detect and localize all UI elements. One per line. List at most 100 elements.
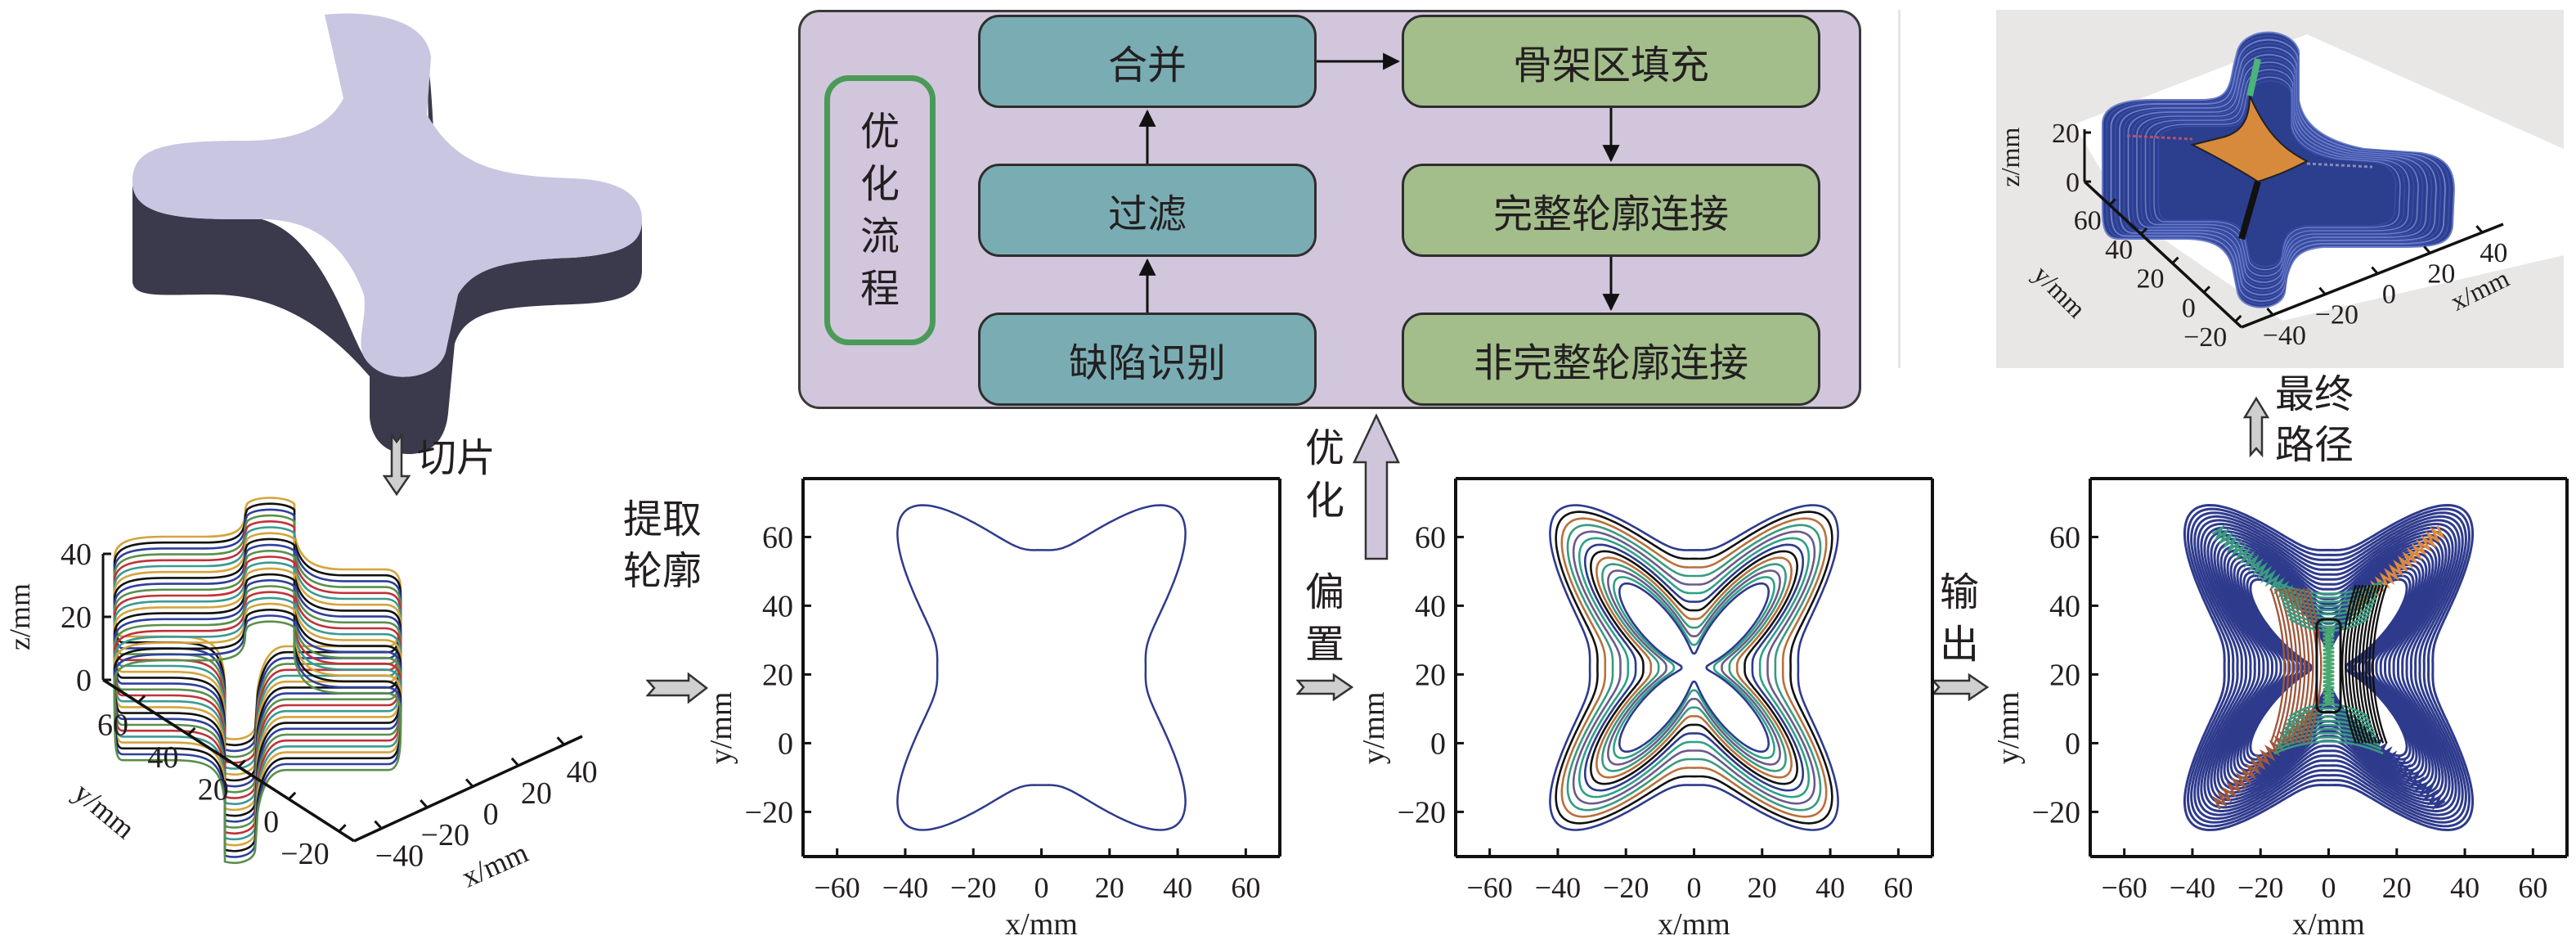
plot-area: [1549, 504, 1839, 831]
y-tick-label: −20: [280, 837, 329, 871]
y-tick-label: 0: [2065, 726, 2080, 761]
fill-path: [2306, 588, 2322, 744]
fill-path: [2282, 601, 2376, 616]
optimize-arrow-icon: [1353, 413, 1400, 560]
offset-contour-line: [1601, 563, 1787, 772]
fill-path: [2372, 584, 2388, 744]
model-side-face: [132, 184, 642, 454]
fill-path: [2365, 584, 2381, 744]
z-tick-label: 20: [2052, 119, 2080, 149]
layer-contour: [113, 620, 402, 864]
y-tick-label: 20: [2137, 264, 2165, 295]
flow-title-char: 化: [859, 161, 900, 207]
y-tick-label: −20: [1398, 795, 1446, 830]
step-label-optimize-1: 优: [1305, 425, 1345, 471]
step-label-optimize-2: 化: [1305, 478, 1345, 524]
x-tick-label: −20: [1603, 871, 1649, 904]
final-path-arrow-icon: [2242, 396, 2270, 458]
y-tick: [2171, 256, 2179, 264]
offset-contour-line: [1584, 543, 1804, 792]
y-tick-label: 0: [2182, 293, 2196, 323]
output-contour-line: [2226, 552, 2431, 783]
core-path: [2238, 180, 2261, 241]
y-tick-label: 40: [147, 740, 178, 775]
y-tick: [187, 726, 196, 736]
step-label-extract-1: 提取: [623, 497, 702, 542]
x-tick-label: 0: [1034, 871, 1049, 904]
y-tick-label: 60: [2074, 205, 2102, 236]
y-tick: [237, 759, 246, 768]
y-axis-label: y/mm: [705, 692, 738, 765]
x-tick-label: 40: [567, 755, 598, 789]
x-tick: [2371, 266, 2379, 275]
y-tick: [2202, 286, 2210, 294]
output-arrow-icon: [1932, 673, 1990, 701]
extract-arrow-icon: [646, 672, 709, 704]
x-tick-label: 20: [2427, 259, 2455, 289]
z-tick-label: 20: [61, 600, 92, 635]
y-tick-label: 20: [762, 658, 793, 692]
x-tick: [2266, 307, 2274, 316]
fill-path: [2298, 588, 2314, 744]
flow-title: 优 化 流 程: [824, 75, 936, 345]
fill-path: [2287, 707, 2371, 722]
y-tick-label: 40: [2105, 235, 2133, 265]
x-tick-label: 0: [483, 797, 499, 831]
x-tick: [420, 799, 429, 809]
offset-contour-line: [1572, 530, 1816, 805]
y-tick-label: 60: [762, 520, 793, 555]
x-tick-label: −20: [2315, 300, 2358, 331]
fill-path: [2294, 588, 2310, 744]
fill-path: [2273, 588, 2290, 744]
fill-path: [2283, 715, 2374, 730]
y-tick-label: 40: [762, 589, 793, 623]
fill-path: [2290, 588, 2306, 744]
x-tick-label: 20: [521, 776, 552, 811]
output-contour-line: [2200, 523, 2457, 812]
y-tick-label: 20: [2049, 658, 2080, 692]
x-tick-label: −40: [1535, 871, 1581, 904]
flow-title-char: 程: [859, 266, 900, 312]
x-tick-label: 20: [1095, 871, 1124, 904]
y-tick-label: 20: [198, 772, 229, 807]
final-path-contour: [2140, 65, 2415, 280]
node-filter: 过滤: [978, 164, 1317, 257]
fill-path: [2345, 584, 2361, 744]
offset-contour-line: [1560, 517, 1828, 818]
step-label-output-1: 输: [1940, 569, 1980, 615]
y-axis-label: y/mm: [1358, 692, 1391, 765]
x-tick-label: 40: [2450, 871, 2480, 904]
fill-path: [2348, 584, 2364, 744]
offset-contour-line: [1595, 556, 1793, 779]
center-path: [2246, 58, 2261, 97]
fill-path: [2275, 735, 2382, 751]
core-contour: [2315, 618, 2342, 714]
final-path-contour: [2106, 35, 2451, 305]
contour-line: [896, 504, 1187, 831]
y-tick-label: 40: [1415, 589, 1446, 623]
output-contour-line: [2223, 548, 2435, 787]
fill-path: [2341, 584, 2357, 744]
flow-title-char: 流: [859, 214, 900, 259]
x-axis-label: x/mm: [1658, 907, 1730, 940]
final-path-contour: [2136, 61, 2419, 283]
y-tick-label: −20: [745, 795, 793, 830]
x-tick-label: −40: [2170, 871, 2215, 904]
node-defect-detection: 缺陷识别: [978, 313, 1317, 406]
z-tick-label: 0: [2066, 168, 2080, 198]
x-tick-label: −60: [1466, 871, 1512, 904]
slice-arrow-icon: [383, 432, 411, 497]
x-tick-label: −60: [2101, 871, 2147, 904]
x-tick-label: 0: [1687, 871, 1702, 904]
step-label-output-2: 出: [1940, 622, 1980, 668]
x-tick-label: −20: [421, 818, 469, 852]
y-axis: [102, 678, 355, 843]
offset-contour-line: [1577, 537, 1811, 798]
center-path: [2322, 625, 2335, 707]
x-tick-label: 0: [2382, 279, 2396, 309]
step-label-extract-2: 轮廓: [623, 548, 702, 594]
step-label-final-2: 路径: [2275, 422, 2354, 468]
